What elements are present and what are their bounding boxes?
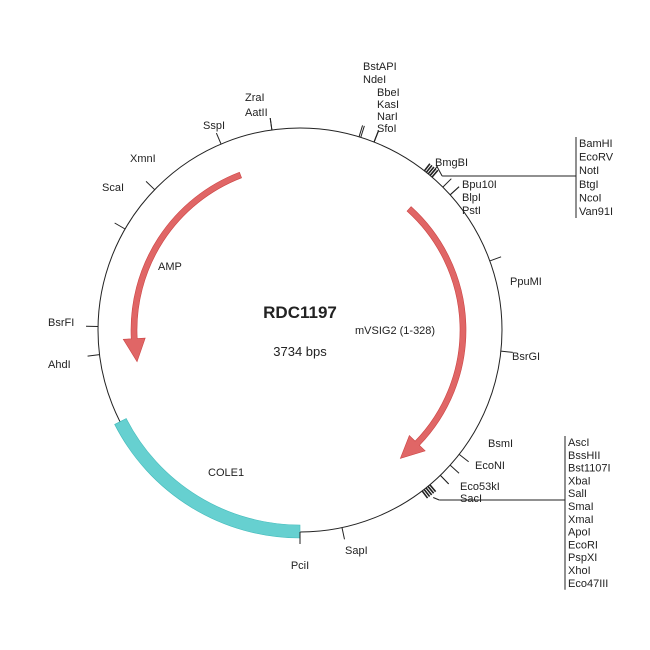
site-label-ppumi: PpuMI bbox=[510, 276, 542, 288]
mcs-tick bbox=[429, 484, 437, 493]
site-label-eco53ki: Eco53kI bbox=[460, 481, 500, 493]
site-label-pcii: PciI bbox=[291, 560, 309, 572]
feature-label-mvsig2: mVSIG2 (1-328) bbox=[355, 325, 435, 337]
mcs-bottom-label-xhoi: XhoI bbox=[568, 565, 591, 577]
site-label-bsrfi: BsrFI bbox=[48, 317, 74, 329]
mcs-top-label-bamhi: BamHI bbox=[579, 138, 613, 150]
site-tick bbox=[449, 186, 460, 196]
feature-label-cole1: COLE1 bbox=[208, 467, 244, 479]
site-label-bsrgi: BsrGI bbox=[512, 351, 540, 363]
site-label-xmni: XmnI bbox=[130, 153, 156, 165]
cole1-band bbox=[114, 418, 301, 539]
mcs-tick bbox=[427, 485, 435, 494]
site-label-bbei: BbeI bbox=[377, 87, 400, 99]
mcs-bottom-label-bst1107i: Bst1107I bbox=[568, 463, 611, 475]
site-tick bbox=[145, 180, 156, 191]
site-tick bbox=[215, 132, 222, 145]
mcs-top-label-noti: NotI bbox=[579, 165, 599, 177]
mcs-tick bbox=[429, 168, 437, 177]
site-tick bbox=[87, 354, 100, 357]
site-tick bbox=[373, 130, 379, 143]
plasmid-name: RDC1197 bbox=[263, 303, 337, 322]
mcs-tick bbox=[423, 488, 431, 497]
site-label-bsmi: BsmI bbox=[488, 438, 513, 450]
mcs-tick bbox=[431, 169, 439, 178]
site-tick bbox=[114, 222, 126, 230]
site-label-sspi: SspI bbox=[203, 120, 225, 132]
site-label-bstapi: BstAPI bbox=[363, 61, 397, 73]
mcs-leader bbox=[435, 164, 443, 177]
site-tick bbox=[439, 474, 450, 485]
site-label-blpi: BlpI bbox=[462, 192, 481, 204]
site-label-nari: NarI bbox=[377, 111, 398, 123]
amp-arrow bbox=[122, 171, 242, 363]
site-label-psti: PstI bbox=[462, 205, 481, 217]
mcs-bottom-label-eco47iii: Eco47III bbox=[568, 578, 608, 590]
site-tick bbox=[458, 453, 469, 463]
site-label-kasi: KasI bbox=[377, 99, 399, 111]
site-tick bbox=[360, 125, 365, 138]
mcs-bottom-label-smai: SmaI bbox=[568, 501, 594, 513]
mcs-bottom-label-pspxi: PspXI bbox=[568, 552, 597, 564]
site-tick bbox=[500, 350, 513, 353]
site-label-sapi: SapI bbox=[345, 545, 368, 557]
mcs-bottom-label-apoi: ApoI bbox=[568, 527, 591, 539]
site-label-bpu10i: Bpu10I bbox=[462, 179, 497, 191]
site-tick bbox=[442, 178, 452, 188]
site-tick bbox=[341, 527, 345, 540]
site-tick bbox=[269, 118, 273, 131]
mcs-bottom-label-bsshii: BssHII bbox=[568, 450, 600, 462]
mcs-bottom-label-xmai: XmaI bbox=[568, 514, 594, 526]
site-label-saci: SacI bbox=[460, 493, 482, 505]
feature-label-amp: AMP bbox=[158, 261, 182, 273]
mcs-top-label-ncoi: NcoI bbox=[579, 192, 602, 204]
mcs-bottom-label-xbai: XbaI bbox=[568, 475, 591, 487]
site-label-scai: ScaI bbox=[102, 182, 124, 194]
mcs-bottom-label-ecori: EcoRI bbox=[568, 539, 598, 551]
plasmid-length: 3734 bps bbox=[273, 344, 327, 359]
mcs-top-label-ecorv: EcoRV bbox=[579, 152, 614, 164]
site-label-aatii: AatII bbox=[245, 107, 268, 119]
site-tick bbox=[489, 256, 502, 262]
site-label-bmgbi: BmgBI bbox=[435, 157, 468, 169]
mcs-tick bbox=[427, 166, 435, 175]
mcs-tick bbox=[421, 490, 429, 499]
site-label-sfoi: SfoI bbox=[377, 123, 397, 135]
mcs-top-label-van91i: Van91I bbox=[579, 206, 613, 218]
mcs-tick bbox=[425, 487, 433, 496]
mcs-leader bbox=[433, 497, 440, 501]
mcs-tick bbox=[423, 163, 431, 172]
site-label-zrai: ZraI bbox=[245, 92, 265, 104]
site-tick bbox=[358, 125, 364, 137]
site-label-ndei: NdeI bbox=[363, 74, 386, 86]
site-label-ahdi: AhdI bbox=[48, 359, 71, 371]
mcs-top-label-btgi: BtgI bbox=[579, 179, 599, 191]
site-tick bbox=[449, 464, 460, 474]
mcs-bottom-label-sali: SalI bbox=[568, 488, 587, 500]
mcs-bottom-label-asci: AscI bbox=[568, 437, 589, 449]
site-label-econi: EcoNI bbox=[475, 460, 505, 472]
mvsig2-arrow bbox=[399, 206, 467, 459]
mcs-tick bbox=[425, 164, 433, 173]
